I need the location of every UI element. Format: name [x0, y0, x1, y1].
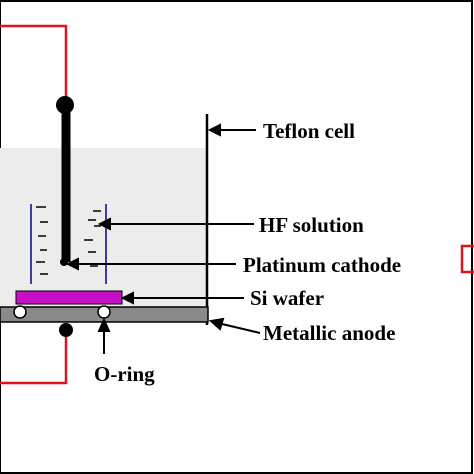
- si-wafer: [15, 290, 123, 305]
- anode-wire: [0, 330, 68, 385]
- anode-contact: [59, 323, 73, 337]
- cathode-tip: [60, 258, 68, 266]
- label-hf-solution: HF solution: [259, 213, 364, 237]
- label-o-ring: O-ring: [94, 362, 155, 386]
- cathode-top-terminal: [56, 96, 74, 114]
- cell-solution-area: [0, 148, 207, 310]
- power-supply-bracket: [460, 244, 474, 274]
- label-metallic-anode: Metallic anode: [263, 321, 395, 345]
- o-ring-right: [97, 305, 111, 319]
- hf-solution-marks: [36, 206, 101, 275]
- cathode-wire: [0, 24, 68, 104]
- o-ring-left: [13, 305, 27, 319]
- label-arrows: [65, 123, 261, 354]
- label-si-wafer: Si wafer: [250, 286, 324, 310]
- label-platinum-cathode: Platinum cathode: [243, 253, 401, 277]
- label-teflon-cell: Teflon cell: [263, 119, 355, 143]
